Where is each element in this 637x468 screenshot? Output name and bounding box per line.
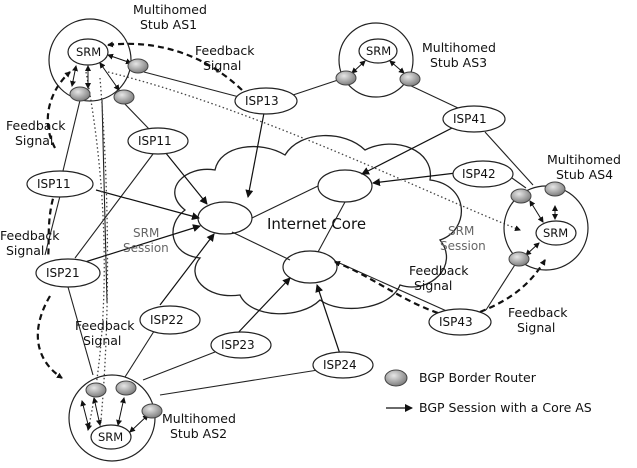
isp-nodes: ISP11 ISP11 ISP13 ISP21 ISP22 ISP23 ISP2… bbox=[26, 87, 514, 379]
bgp-router-icon bbox=[384, 369, 408, 387]
stub-as3: SRM Multihomed Stub AS3 bbox=[335, 22, 496, 98]
feedback-label-as1-line1: Feedback bbox=[195, 43, 255, 58]
bgp-router-icon bbox=[127, 58, 149, 74]
as3-label-line1: Multihomed bbox=[422, 40, 496, 55]
srm-session-label-left-line1: SRM bbox=[133, 226, 159, 240]
feedback-label-as2-line1: Feedback bbox=[75, 318, 135, 333]
feedback-signal-paths bbox=[36, 41, 546, 379]
legend-router-label: BGP Border Router bbox=[419, 370, 537, 385]
svg-text:ISP22: ISP22 bbox=[150, 313, 184, 327]
bgp-router-icon bbox=[85, 382, 107, 398]
srm-label-as2: SRM bbox=[98, 430, 123, 444]
as3-label-line2: Stub AS3 bbox=[430, 55, 487, 70]
srm-label-as3: SRM bbox=[366, 44, 391, 58]
as4-label-line1: Multihomed bbox=[547, 152, 621, 167]
annotation-labels: Feedback Signal Feedback Signal Feedback… bbox=[0, 43, 568, 348]
stub-as4: SRM Multihomed Stub AS4 bbox=[503, 152, 621, 271]
as1-label-line1: Multihomed bbox=[133, 2, 207, 17]
isp-node-isp13: ISP13 bbox=[234, 87, 298, 115]
svg-text:ISP21: ISP21 bbox=[46, 266, 80, 280]
srm-node-as3 bbox=[358, 38, 398, 64]
svg-text:ISP23: ISP23 bbox=[221, 338, 255, 352]
svg-text:ISP41: ISP41 bbox=[453, 112, 487, 126]
isp-node-isp22: ISP22 bbox=[139, 305, 201, 335]
isp-node-isp23: ISP23 bbox=[210, 331, 272, 359]
isp-node-isp11-left: ISP11 bbox=[26, 170, 94, 198]
srm-session-label-left-line2: Session bbox=[123, 241, 169, 255]
isp-node-isp43: ISP43 bbox=[428, 308, 492, 336]
bgp-router-icon bbox=[510, 188, 532, 204]
solid-links bbox=[44, 71, 534, 396]
feedback-label-left-line2: Signal bbox=[15, 133, 53, 148]
srm-session-label-right-line1: SRM bbox=[448, 224, 474, 238]
srm-label-as1: SRM bbox=[76, 45, 101, 59]
feedback-label-as4-line1: Feedback bbox=[508, 305, 568, 320]
as2-label-line1: Multihomed bbox=[162, 411, 236, 426]
isp-node-isp41: ISP41 bbox=[442, 105, 506, 133]
feedback-label-core-line1: Feedback bbox=[409, 263, 469, 278]
feedback-label-mid-line2: Signal bbox=[6, 243, 44, 258]
feedback-label-as1-line2: Signal bbox=[203, 58, 241, 73]
srm-node-as2 bbox=[90, 424, 132, 450]
feedback-label-core-line2: Signal bbox=[414, 278, 452, 293]
feedback-label-left-line1: Feedback bbox=[6, 118, 66, 133]
svg-text:ISP24: ISP24 bbox=[323, 358, 357, 372]
feedback-label-mid-line1: Feedback bbox=[0, 228, 60, 243]
as1-label-line2: Stub AS1 bbox=[140, 17, 197, 32]
svg-text:ISP11: ISP11 bbox=[37, 177, 71, 191]
legend: BGP Border Router BGP Session with a Cor… bbox=[384, 369, 592, 415]
core-node-bottom bbox=[282, 250, 338, 284]
core-node-top bbox=[317, 169, 373, 203]
stub-as1: SRM Multihomed Stub AS1 bbox=[48, 2, 207, 105]
core-label: Internet Core bbox=[267, 215, 366, 233]
isp-node-isp21: ISP21 bbox=[35, 258, 101, 288]
as4-label-line2: Stub AS4 bbox=[556, 167, 613, 182]
isp-node-isp24: ISP24 bbox=[312, 351, 374, 379]
bgp-router-icon bbox=[508, 251, 530, 267]
isp-node-isp11-center: ISP11 bbox=[127, 127, 189, 155]
srm-node-as4 bbox=[535, 220, 577, 246]
bgp-router-icon bbox=[544, 181, 566, 197]
legend-session-label: BGP Session with a Core AS bbox=[419, 400, 592, 415]
bgp-router-icon bbox=[335, 70, 357, 86]
internet-core-cloud bbox=[172, 134, 463, 315]
stub-as2: SRM Multihomed Stub AS2 bbox=[68, 374, 236, 462]
srm-session-paths bbox=[85, 71, 521, 431]
srm-session-label-right-line2: Session bbox=[440, 239, 486, 253]
feedback-label-as4-line2: Signal bbox=[517, 320, 555, 335]
svg-text:ISP11: ISP11 bbox=[138, 134, 172, 148]
bgp-router-icon bbox=[69, 86, 91, 102]
bgp-router-icon bbox=[399, 71, 421, 87]
svg-text:ISP42: ISP42 bbox=[462, 167, 496, 181]
feedback-label-as2-line2: Signal bbox=[83, 333, 121, 348]
bgp-router-icon bbox=[113, 89, 135, 105]
bgp-router-icon bbox=[115, 380, 137, 396]
isp-node-isp42: ISP42 bbox=[452, 160, 514, 188]
bgp-router-icon bbox=[141, 403, 163, 419]
as2-label-line2: Stub AS2 bbox=[170, 426, 227, 441]
core-node-left bbox=[197, 201, 253, 235]
svg-text:ISP43: ISP43 bbox=[439, 315, 473, 329]
srm-label-as4: SRM bbox=[543, 226, 568, 240]
svg-text:ISP13: ISP13 bbox=[245, 94, 279, 108]
